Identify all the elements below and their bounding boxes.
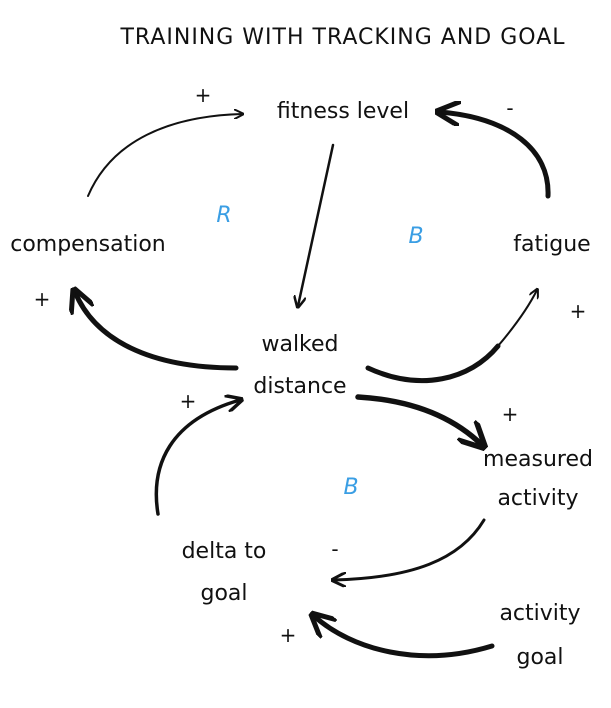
node-delta-to-goal-line2: goal — [200, 581, 247, 606]
node-measured-activity-line2: activity — [497, 486, 578, 511]
loop-marker-right: B — [408, 224, 423, 249]
sign-walked-to-compensation: + — [34, 287, 51, 311]
arrow-walked-to-fatigue — [365, 343, 501, 384]
node-fitness-level: fitness level — [277, 99, 409, 124]
sign-walked-to-measured: + — [502, 402, 519, 426]
node-fatigue: fatigue — [513, 232, 590, 257]
arrow-compensation-to-fitness — [87, 114, 242, 197]
arrow-walked-to-compensation — [75, 292, 239, 371]
loop-marker-left: R — [216, 203, 231, 228]
node-measured-activity: measured activity — [483, 447, 593, 511]
node-delta-to-goal-line1: delta to — [182, 539, 267, 564]
node-compensation: compensation — [10, 232, 166, 257]
node-delta-to-goal: delta to goal — [182, 539, 267, 606]
arrow-goal-to-delta — [314, 616, 495, 659]
arrow-walked-to-fatigue-tip — [497, 290, 537, 347]
node-walked-distance-line2: distance — [253, 374, 346, 399]
arrow-fitness-to-walked — [298, 143, 335, 306]
arrow-fatigue-to-fitness — [440, 112, 551, 199]
diagram-title: TRAINING WITH TRACKING AND GOAL — [119, 25, 565, 50]
arrow-measured-to-delta — [334, 518, 486, 580]
sign-fatigue-to-fitness: - — [506, 96, 513, 120]
node-activity-goal-line1: activity — [499, 601, 580, 626]
sign-delta-to-walked: + — [180, 389, 197, 413]
sign-walked-to-fatigue: + — [570, 299, 587, 323]
arrow-delta-to-walked — [154, 400, 240, 516]
sign-goal-to-delta: + — [280, 623, 297, 647]
node-measured-activity-line1: measured — [483, 447, 593, 472]
node-activity-goal: activity goal — [499, 601, 580, 670]
loop-marker-bottom: B — [343, 475, 358, 500]
node-activity-goal-line2: goal — [516, 645, 563, 670]
arrow-walked-to-measured — [355, 394, 482, 445]
sign-measured-to-delta: - — [331, 537, 338, 561]
node-walked-distance-line1: walked — [261, 332, 338, 357]
sign-compensation-to-fitness: + — [195, 83, 212, 107]
node-walked-distance: walked distance — [253, 332, 346, 399]
